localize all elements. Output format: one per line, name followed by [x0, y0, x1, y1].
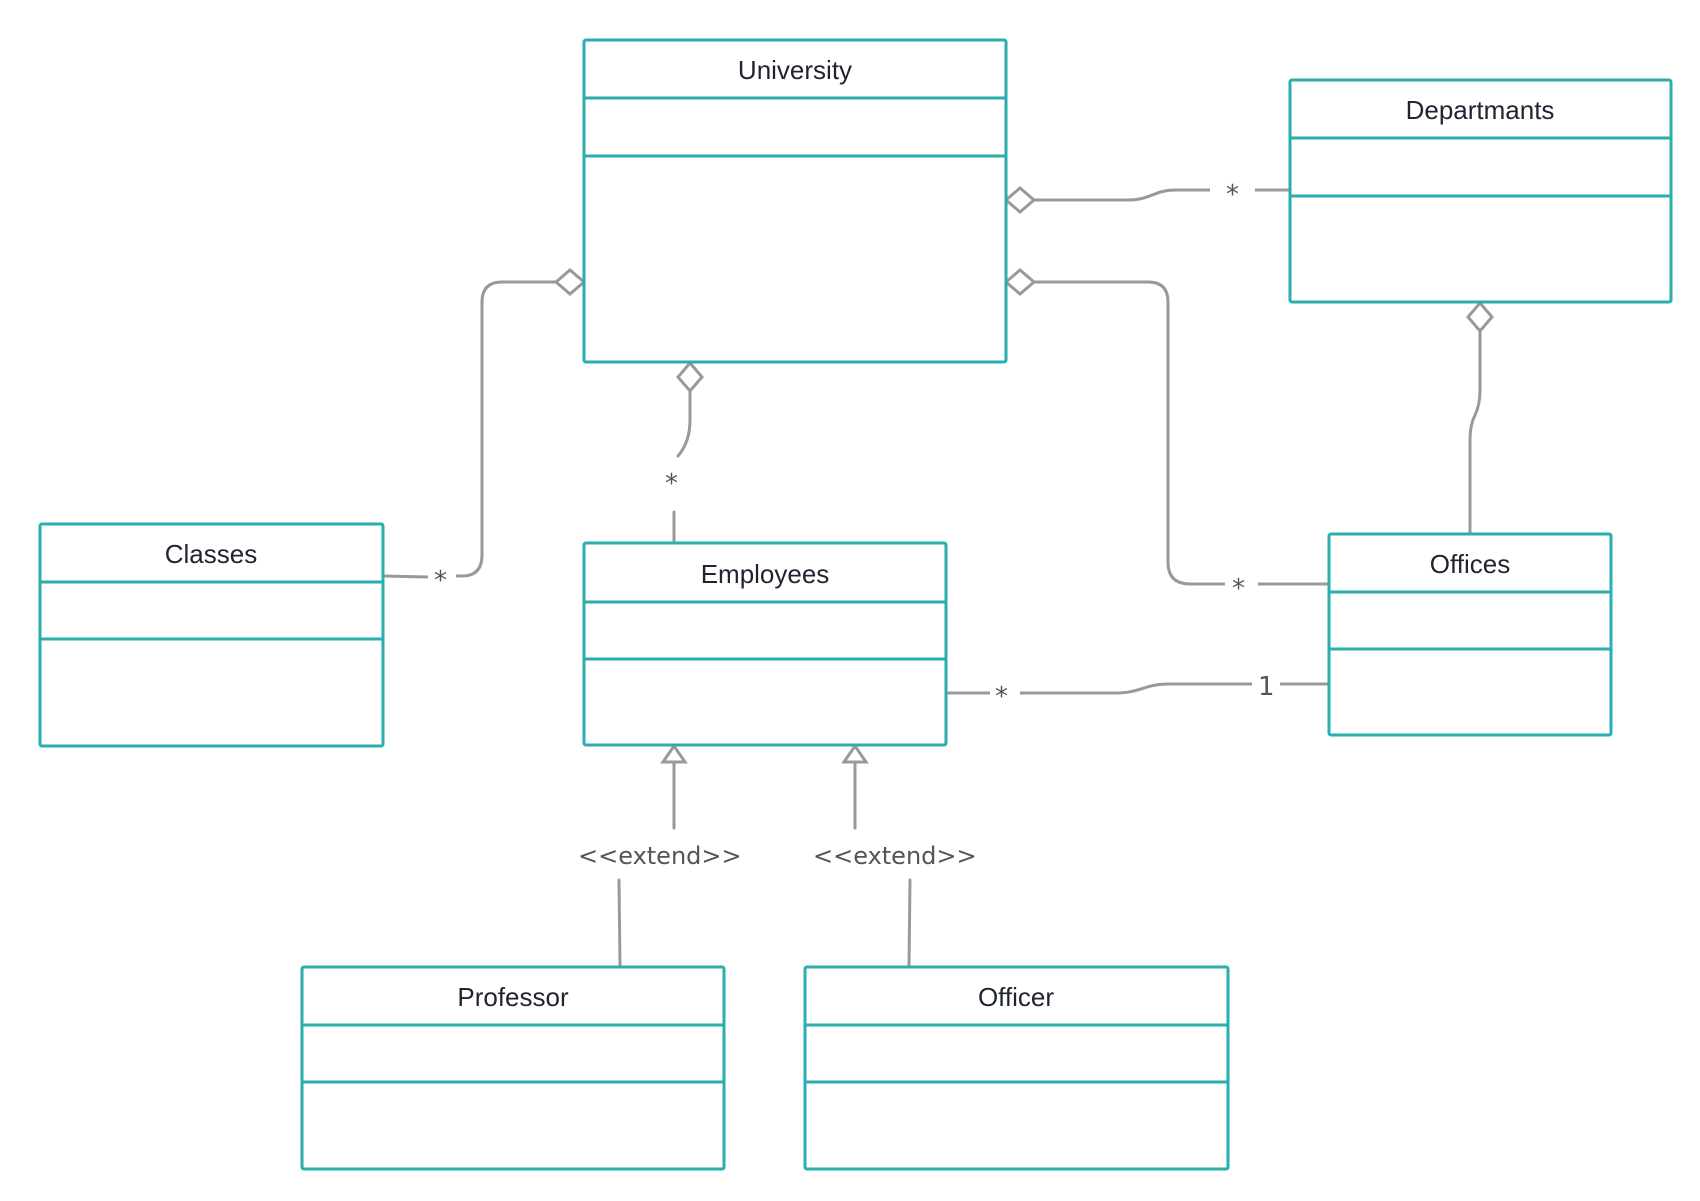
class-offices[interactable]: Offices: [1327, 532, 1613, 737]
connector-university-departments[interactable]: *: [1003, 176, 1292, 214]
class-employees[interactable]: Employees: [582, 541, 948, 747]
aggregation-diamond-icon: [1466, 300, 1494, 334]
aggregation-diamond-icon: [1003, 186, 1037, 214]
stereotype-label: <<extend>>: [813, 842, 977, 870]
connector-university-classes[interactable]: *: [382, 268, 587, 596]
multiplicity-label: *: [1226, 180, 1239, 210]
connector-university-offices[interactable]: *: [1003, 268, 1332, 604]
aggregation-diamond-icon: [676, 360, 704, 394]
multiplicity-label: *: [434, 566, 447, 596]
connector-university-employees[interactable]: *: [658, 360, 704, 545]
generalization-arrow-icon: [841, 743, 869, 764]
class-university[interactable]: University: [582, 38, 1008, 364]
connector-departments-offices[interactable]: [1466, 300, 1494, 535]
multiplicity-label: *: [1232, 574, 1245, 604]
generalization-officer-employees[interactable]: <<extend>>: [813, 743, 977, 968]
class-name: Departmants: [1406, 95, 1555, 125]
stereotype-label: <<extend>>: [578, 842, 742, 870]
class-classes[interactable]: Classes: [38, 522, 385, 748]
generalization-arrow-icon: [660, 743, 688, 764]
aggregation-diamond-icon: [553, 268, 587, 296]
class-departments[interactable]: Departmants: [1288, 78, 1673, 304]
class-name: Professor: [457, 982, 569, 1012]
class-name: Classes: [165, 539, 257, 569]
class-name: Offices: [1430, 549, 1510, 579]
multiplicity-label: *: [665, 469, 678, 499]
multiplicity-label: *: [995, 682, 1008, 712]
class-professor[interactable]: Professor: [300, 965, 726, 1171]
multiplicity-label: 1: [1258, 672, 1275, 702]
connector-employees-offices[interactable]: * 1: [944, 670, 1330, 712]
class-officer[interactable]: Officer: [803, 965, 1230, 1171]
class-name: Officer: [978, 982, 1054, 1012]
generalization-professor-employees[interactable]: <<extend>>: [578, 743, 742, 968]
class-name: Employees: [701, 559, 830, 589]
class-name: University: [738, 55, 852, 85]
aggregation-diamond-icon: [1003, 268, 1037, 296]
